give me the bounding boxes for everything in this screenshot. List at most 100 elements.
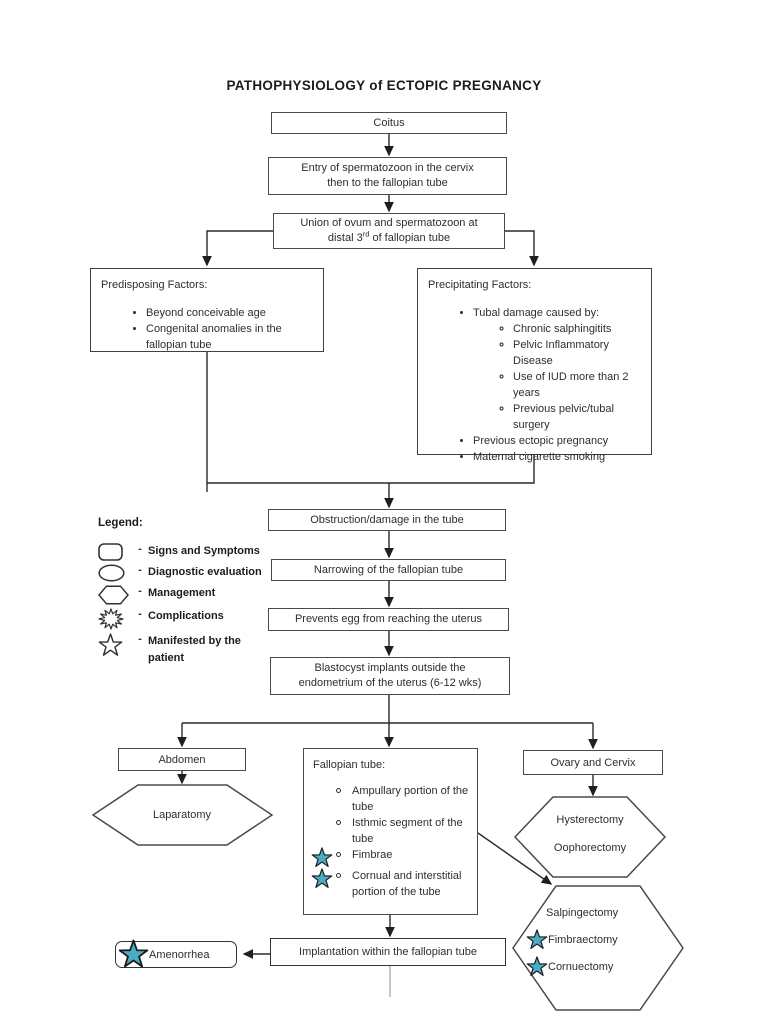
list-item: Maternal cigarette smoking [473,449,645,465]
oophorectomy-label: Oophorectomy [553,842,627,854]
prevents-label: Prevents egg from reaching the uterus [294,613,483,625]
union-line2: distal 3rd of fallopian tube [300,229,477,246]
legend-item-label: Complications [148,610,224,622]
list-item: Chronic salphingitits [513,321,641,337]
star-icon [526,956,548,977]
coitus-box: Coitus [271,112,507,134]
page-title: PATHOPHYSIOLOGY of ECTOPIC PREGNANCY [226,78,542,93]
implantation-label: Implantation within the fallopian tube [299,945,477,958]
list-item: Previous ectopic pregnancy [473,433,645,449]
implantation-box: Implantation within the fallopian tube [270,938,506,966]
list-item: Cornuectomy [526,953,676,980]
predisposing-list: Beyond conceivable age Congenital anomal… [91,305,317,353]
circle-marker-icon [336,788,341,793]
abdomen-label: Abdomen [158,753,206,766]
legend-item-manifested: - Manifested by the patient [98,633,274,666]
legend-separator: - [138,543,142,555]
hexagon-icon [98,585,132,605]
ovary-cervix-label: Ovary and Cervix [550,756,636,769]
union-box: Union of ovum and spermatozoon at distal… [273,213,505,249]
list-item: Isthmic segment of the tube [308,815,474,847]
starburst-icon [98,608,132,630]
legend-item-label: Management [148,587,216,599]
star-icon [308,868,336,889]
legend-item-diagnostic: - Diagnostic evaluation [98,564,274,582]
list-item: Congenital anomalies in the fallopian tu… [146,321,317,353]
fallopian-tube-box: Fallopian tube: Ampullary portion of the… [303,748,478,915]
circle-marker-icon [336,852,341,857]
tubal-damage-sublist: Chronic salphingitits Pelvic Inflammator… [473,321,641,433]
legend-separator: - [138,564,142,576]
amenorrhea-label: Amenorrhea [149,948,210,961]
list-item: Tubal damage caused by: Chronic salphing… [473,305,645,433]
precipitating-list: Tubal damage caused by: Chronic salphing… [418,305,645,465]
union-superscript: rd [362,229,370,239]
legend-separator: - [138,608,142,620]
legend-heading: Legend: [98,517,143,529]
star-icon [98,633,132,657]
legend: Legend: - Signs and Symptoms - Diagnosti… [98,517,274,669]
fallopian-list: Ampullary portion of the tube Isthmic se… [308,783,474,900]
legend-item-label: Diagnostic evaluation [148,566,262,578]
cornuectomy-label: Cornuectomy [548,960,614,973]
narrowing-label: Narrowing of the fallopian tube [313,563,464,576]
legend-item-label: Signs and Symptoms [148,545,260,557]
ovary-cervix-box: Ovary and Cervix [523,750,663,775]
list-item: Salpingectomy [526,899,676,926]
union-line2-pre: distal 3 [327,232,363,244]
legend-item-signs-symptoms: - Signs and Symptoms [98,543,274,561]
fallopian-item-label: Isthmic segment of the tube [352,817,463,845]
list-item: Fimbrae [308,847,474,868]
entry-line1: Entry of spermatozoon in the cervix [301,162,474,174]
rounded-rectangle-icon [98,543,132,561]
star-icon [118,939,149,972]
precipitating-heading: Precipitating Factors: [428,279,532,291]
fallopian-item-label: Ampullary portion of the tube [352,785,469,813]
entry-box: Entry of spermatozoon in the cervix then… [268,157,507,195]
fallopian-item-label: Fimbrae [352,849,393,861]
obstruction-label: Obstruction/damage in the tube [310,513,464,526]
arrow-union-precipitating [505,230,539,267]
legend-separator: - [138,585,142,597]
fallopian-item-label: Cornual and interstitial portion of the … [352,870,462,898]
precipitating-box: Precipitating Factors: Tubal damage caus… [417,268,652,463]
list-item: Fimbraectomy [526,926,676,953]
hysterectomy-hexagon [513,796,667,878]
coitus-label: Coitus [373,116,405,129]
predisposing-box: Predisposing Factors: Beyond conceivable… [90,268,324,352]
list-item: Beyond conceivable age [146,305,317,321]
union-line2-post: of fallopian tube [369,232,451,244]
legend-item-management: - Management [98,585,274,605]
circle-marker-icon [336,820,341,825]
list-item: Cornual and interstitial portion of the … [308,868,474,900]
star-icon [526,929,548,950]
legend-item-label: Manifested by the patient [148,635,241,664]
laparatomy-label: Laparatomy [152,809,212,821]
list-item: Pelvic Inflammatory Disease [513,337,641,369]
entry-line2: then to the fallopian tube [327,177,448,189]
lead-item-label: Tubal damage caused by: [473,307,600,319]
legend-separator: - [138,633,142,645]
ellipse-icon [98,564,132,582]
union-line1: Union of ovum and spermatozoon at [300,217,478,229]
predisposing-heading: Predisposing Factors: [101,279,208,291]
amenorrhea-box: Amenorrhea [115,941,237,968]
list-item: Ampullary portion of the tube [308,783,474,815]
salpingectomy-label: Salpingectomy [546,906,619,919]
prevents-box: Prevents egg from reaching the uterus [268,608,509,631]
abdomen-box: Abdomen [118,748,246,771]
list-item: Previous pelvic/tubal surgery [513,401,641,433]
hysterectomy-label: Hysterectomy [556,814,624,826]
blastocyst-line1: Blastocyst implants outside the [314,662,466,674]
fimbraectomy-label: Fimbraectomy [548,933,618,946]
circle-marker-icon [336,873,341,878]
arrow-union-predisposing [202,230,273,267]
blastocyst-line2: endometrium of the uterus (6-12 wks) [298,677,482,689]
salpingectomy-rows: Salpingectomy Fimbraectomy Cornuectomy [526,899,676,980]
obstruction-box: Obstruction/damage in the tube [268,509,506,531]
fallopian-heading: Fallopian tube: [313,759,386,771]
legend-item-complications: - Complications [98,608,274,630]
list-item: Use of IUD more than 2 years [513,369,641,401]
blastocyst-box: Blastocyst implants outside the endometr… [270,657,510,695]
